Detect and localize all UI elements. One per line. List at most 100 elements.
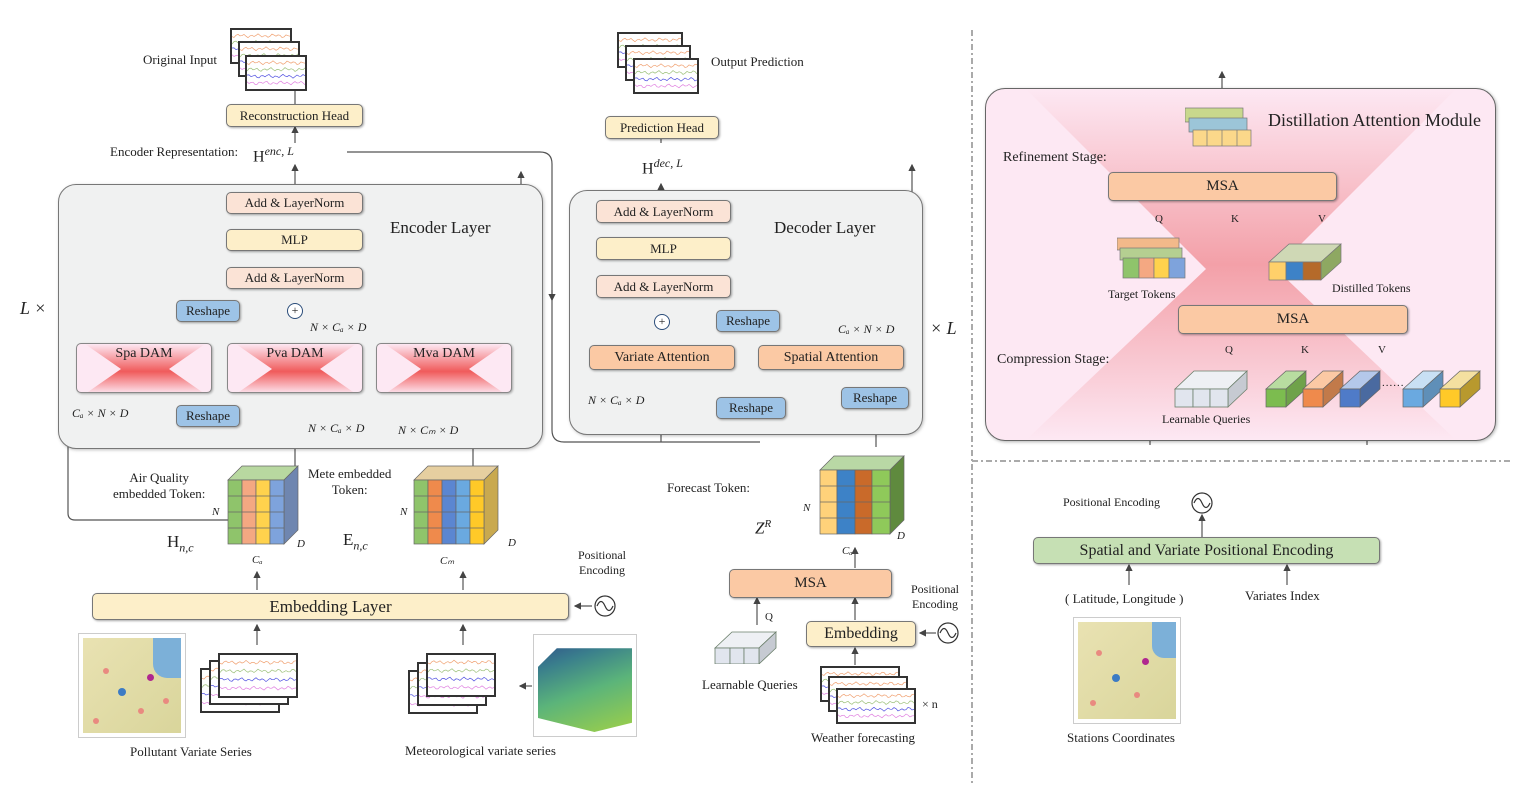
lat-lon-label: ( Latitude, Longitude ) bbox=[1065, 591, 1184, 606]
decoder-add-norm-bottom: Add & LayerNorm bbox=[596, 275, 731, 298]
decoder-reshape-right: Reshape bbox=[841, 387, 909, 409]
cm-dim-label: Cₘ bbox=[440, 555, 455, 567]
stations-coordinates-label: Stations Coordinates bbox=[1067, 730, 1175, 745]
forecast-token-label: Forecast Token: bbox=[667, 480, 750, 495]
series-lines bbox=[219, 659, 297, 691]
h-enc-symbol: Henc, L bbox=[253, 144, 294, 166]
d-dim-label: D bbox=[897, 530, 905, 542]
series-thumbnail bbox=[633, 58, 699, 94]
sine-wave-icon bbox=[594, 595, 616, 617]
add-operator-icon: + bbox=[654, 314, 670, 330]
output-prediction-label: Output Prediction bbox=[711, 54, 804, 69]
q-label: Q bbox=[765, 611, 773, 623]
series-lines bbox=[427, 659, 495, 690]
forecast-msa: MSA bbox=[729, 569, 892, 598]
encoder-add-norm-top: Add & LayerNorm bbox=[226, 192, 363, 214]
z-r-symbol: ZR bbox=[755, 518, 772, 538]
refinement-msa: MSA bbox=[1108, 172, 1337, 201]
target-tokens-label: Target Tokens bbox=[1108, 287, 1176, 301]
air-quality-token-label: Air Quality embedded Token: bbox=[113, 470, 206, 501]
dam-hourglass-icon bbox=[236, 344, 356, 392]
e-nc-symbol: En,c bbox=[343, 530, 368, 553]
mva-dam-label: Mva DAM bbox=[413, 346, 475, 361]
encoder-reshape-bottom: Reshape bbox=[176, 405, 240, 427]
decoder-layer-title: Decoder Layer bbox=[774, 218, 876, 237]
dim-label-mva: N × Cₘ × D bbox=[398, 423, 459, 437]
sine-wave-icon bbox=[1191, 492, 1213, 514]
q-label: Q bbox=[1155, 213, 1163, 225]
times-n-label: × n bbox=[922, 697, 938, 711]
encoder-repeat-label: L × bbox=[20, 298, 47, 318]
station-map-image bbox=[78, 633, 186, 738]
decoder-reshape-top: Reshape bbox=[716, 310, 780, 332]
positional-encoding-label: Positional Encoding bbox=[911, 582, 960, 611]
mete-token-label: Mete embedded Token: bbox=[308, 466, 392, 497]
mva-dam-block: Mva DAM bbox=[376, 343, 512, 393]
dam-hourglass-icon bbox=[385, 344, 505, 392]
forecast-embedding: Embedding bbox=[806, 621, 916, 647]
weather-forecasting-label: Weather forecasting bbox=[811, 730, 915, 745]
target-tokens-stack bbox=[1117, 237, 1186, 279]
series-thumbnail bbox=[245, 55, 307, 91]
dam-hourglass-icon bbox=[85, 344, 205, 392]
q-label: Q bbox=[1225, 344, 1233, 356]
spatial-attention: Spatial Attention bbox=[758, 345, 904, 370]
original-input-label: Original Input bbox=[143, 52, 218, 67]
embedding-layer: Embedding Layer bbox=[92, 593, 569, 620]
compression-msa: MSA bbox=[1178, 305, 1408, 334]
ellipsis: ...... bbox=[1382, 377, 1405, 389]
spa-dam-label: Spa DAM bbox=[115, 346, 173, 361]
n-dim-label: N bbox=[212, 506, 220, 518]
compression-stage-label: Compression Stage: bbox=[997, 352, 1110, 367]
v-label: V bbox=[1378, 344, 1386, 356]
variates-index-label: Variates Index bbox=[1245, 588, 1320, 603]
distilled-tokens-label: Distilled Tokens bbox=[1332, 281, 1411, 295]
h-nc-symbol: Hn,c bbox=[167, 532, 194, 555]
series-thumbnail bbox=[218, 653, 298, 698]
dim-label-spa: Cₐ × N × D bbox=[72, 406, 129, 420]
distilled-tokens-block bbox=[1268, 243, 1342, 281]
n-dim-label: N bbox=[400, 506, 408, 518]
decoder-mlp: MLP bbox=[596, 237, 731, 260]
station-map-image bbox=[1073, 617, 1181, 724]
ca-dim-label: Cₐ bbox=[842, 545, 853, 557]
d-dim-label: D bbox=[297, 538, 305, 550]
learnable-queries-label: Learnable Queries bbox=[702, 677, 798, 692]
series-thumbnail bbox=[836, 688, 916, 724]
decoder-add-norm-top: Add & LayerNorm bbox=[596, 200, 731, 223]
meteorological-grid-image bbox=[533, 634, 637, 737]
encoder-mlp: MLP bbox=[226, 229, 363, 251]
air-quality-token-cube bbox=[227, 465, 299, 545]
decoder-reshape-mid: Reshape bbox=[716, 397, 786, 419]
variate-attention: Variate Attention bbox=[589, 345, 735, 370]
series-lines bbox=[634, 63, 698, 89]
dim-label-variate: N × Cₐ × D bbox=[588, 393, 645, 407]
learnable-queries-label: Learnable Queries bbox=[1162, 412, 1251, 426]
positional-encoding-label: Positional Encoding bbox=[578, 548, 627, 577]
add-operator-icon: + bbox=[287, 303, 303, 319]
refinement-stage-label: Refinement Stage: bbox=[1003, 150, 1107, 165]
k-label: K bbox=[1301, 344, 1309, 356]
k-label: K bbox=[1231, 213, 1239, 225]
decoder-repeat-label: × L bbox=[930, 318, 957, 338]
forecast-token-cube bbox=[819, 455, 905, 535]
positional-encoding-label: Positional Encoding bbox=[1063, 495, 1160, 509]
reconstruction-head: Reconstruction Head bbox=[226, 104, 363, 127]
encoder-reshape-top: Reshape bbox=[176, 300, 240, 322]
variate-token-row bbox=[1265, 370, 1481, 408]
spatial-variate-positional-encoding: Spatial and Variate Positional Encoding bbox=[1033, 537, 1380, 564]
encoder-add-norm-bottom: Add & LayerNorm bbox=[226, 267, 363, 289]
series-thumbnail bbox=[426, 653, 496, 697]
prediction-head: Prediction Head bbox=[605, 116, 719, 139]
pollutant-series-label: Pollutant Variate Series bbox=[130, 744, 252, 759]
learnable-queries-block bbox=[713, 631, 778, 664]
spa-dam-block: Spa DAM bbox=[76, 343, 212, 393]
series-lines bbox=[246, 60, 306, 86]
pva-dam-block: Pva DAM bbox=[227, 343, 363, 393]
encoder-layer-title: Encoder Layer bbox=[390, 218, 491, 237]
mete-token-cube bbox=[413, 465, 499, 545]
sine-wave-icon bbox=[937, 622, 959, 644]
v-label: V bbox=[1318, 213, 1326, 225]
ca-dim-label: Cₐ bbox=[252, 554, 263, 566]
meteorological-series-label: Meteorological variate series bbox=[405, 743, 556, 758]
